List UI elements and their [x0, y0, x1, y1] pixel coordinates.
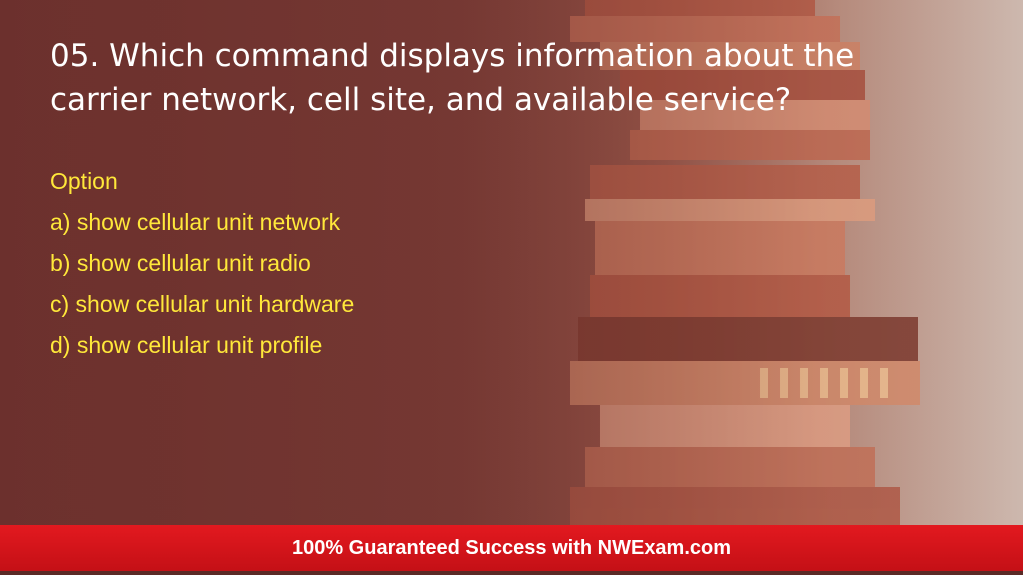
option-c: c) show cellular unit hardware — [50, 291, 355, 317]
footer-text: 100% Guaranteed Success with NWExam.com — [291, 536, 732, 559]
option-a: a) show cellular unit network — [50, 209, 341, 235]
bottom-strip — [0, 571, 1023, 575]
option-list: Option a) show cellular unit network b) … — [50, 164, 570, 369]
option-b: b) show cellular unit radio — [50, 250, 311, 276]
option-heading: Option — [50, 168, 118, 194]
option-d: d) show cellular unit profile — [50, 332, 323, 358]
question-title: 05. Which command displays information a… — [50, 38, 855, 118]
footer-banner: 100% Guaranteed Success with NWExam.com — [0, 525, 1023, 573]
